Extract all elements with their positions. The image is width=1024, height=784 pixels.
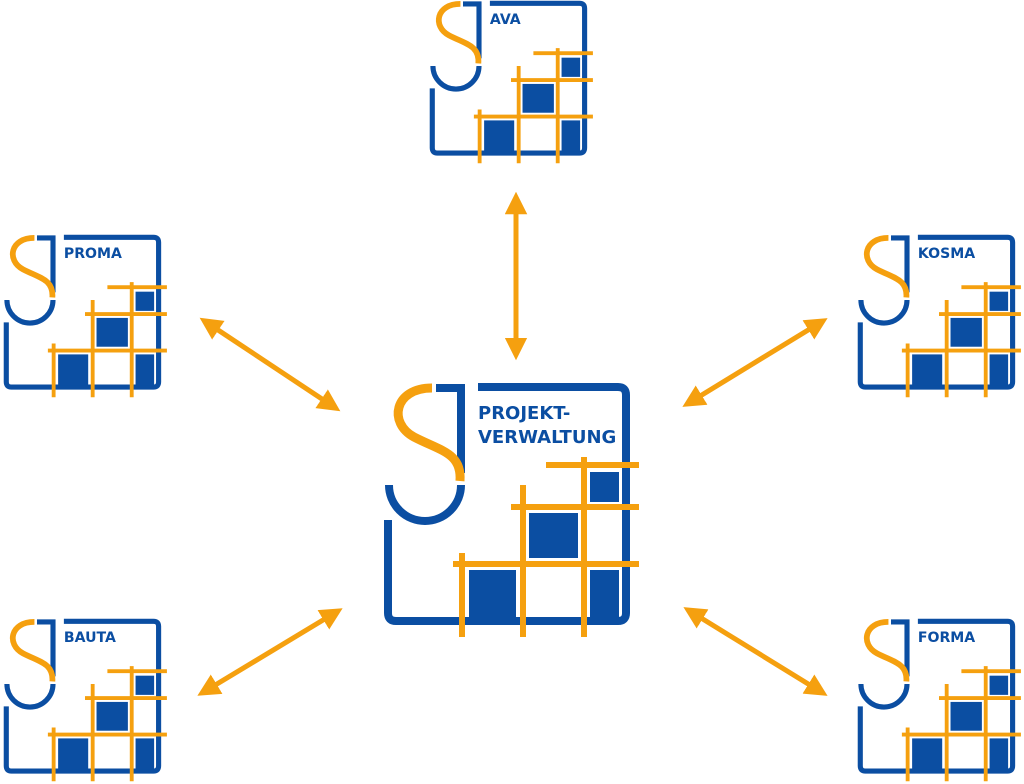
logo-label: PROMA	[64, 246, 122, 262]
logo-label-line2: VERWALTUNG	[478, 427, 616, 448]
logo-label-line1: PROJEKT-	[478, 403, 570, 424]
logo-label: KOSMA	[918, 246, 975, 262]
logo-proma: PROMA	[6, 237, 167, 397]
logo-ava: AVA	[432, 3, 593, 163]
logo-projektverwaltung: PROJEKT- VERWALTUNG	[388, 387, 639, 637]
logo-kosma: KOSMA	[860, 237, 1021, 397]
logo-label: AVA	[490, 12, 521, 28]
logo-forma: FORMA	[860, 621, 1021, 781]
arrow-proma	[199, 317, 341, 412]
logo-label: BAUTA	[64, 630, 116, 646]
arrow-forma	[683, 607, 828, 696]
arrow-kosma	[682, 318, 828, 407]
logo-bauta: BAUTA	[6, 621, 167, 781]
arrow-bauta	[197, 608, 343, 696]
logo-label: FORMA	[918, 630, 975, 646]
logo-graphic	[388, 387, 639, 637]
